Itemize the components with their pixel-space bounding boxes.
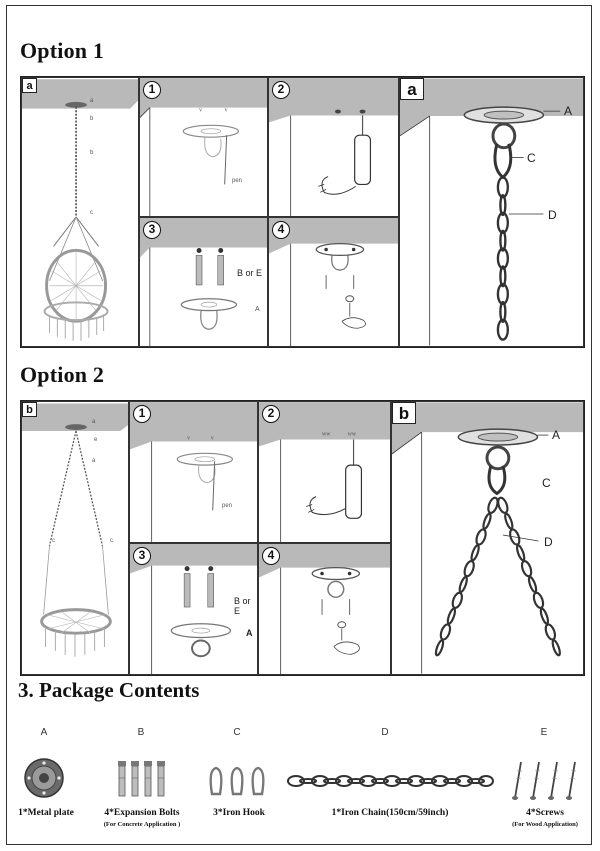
- b-or-e-label: B or E: [237, 268, 263, 278]
- plate-label: A: [246, 628, 253, 638]
- step-number: 2: [262, 405, 280, 423]
- metal-plate-icon: [24, 758, 64, 798]
- expansion-bolts-icon: [118, 761, 165, 797]
- overview-label: c: [90, 210, 93, 216]
- item-letter: E: [540, 727, 548, 738]
- option2-overview-panel: b a e a c c: [21, 401, 129, 675]
- chair-hanging-double-chain-illustration: [22, 403, 128, 657]
- option2-detail-panel: b A C D: [391, 401, 584, 675]
- option2-heading: Option 2: [20, 362, 105, 387]
- inserting-bolts-illustration: [140, 218, 267, 346]
- item-subcaption: (For Wood Application): [512, 821, 578, 828]
- plate-label: A: [255, 306, 260, 313]
- item-letter: D: [381, 727, 389, 738]
- step-number: 3: [133, 547, 151, 565]
- item-subcaption: (For Concrete Application ): [103, 821, 181, 828]
- iron-hooks-icon: [209, 766, 265, 796]
- step-number: 1: [143, 81, 161, 99]
- attaching-plate-illustration: [259, 544, 390, 674]
- option2-step3-panel: 3 B or E A: [129, 543, 258, 675]
- detail-tag-a: a: [400, 78, 424, 100]
- step-number: 4: [262, 547, 280, 565]
- svg-text:v: v: [187, 436, 190, 442]
- item-letter: B: [137, 727, 145, 738]
- pen-label: pen: [222, 503, 233, 509]
- detail-tag-b: b: [392, 402, 416, 424]
- drilling-holes-illustration: [269, 78, 398, 216]
- inserting-bolts-illustration: [130, 544, 257, 674]
- item-letter: C: [233, 727, 241, 738]
- chair-hanging-single-chain-illustration: [22, 79, 138, 345]
- plate-hook-double-chain-detail-illustration: [392, 402, 583, 674]
- overview-label: c: [110, 538, 113, 544]
- overview-label: e: [94, 437, 98, 443]
- option2-step2-panel: ww ww 2: [258, 401, 391, 543]
- overview-label: a: [92, 458, 96, 464]
- panel-tag-a: a: [22, 78, 37, 93]
- label-plate-a: A: [564, 104, 573, 118]
- pen-label: pen: [232, 178, 243, 184]
- panel-tag-b: b: [22, 402, 37, 417]
- svg-text:v: v: [211, 436, 214, 442]
- overview-label: c: [52, 538, 55, 544]
- step-number: 2: [272, 81, 290, 99]
- drilling-holes-illustration: ww ww: [259, 402, 390, 542]
- option1-step2-panel: 2: [268, 77, 399, 217]
- item-caption: 4*Screws: [526, 808, 564, 818]
- step-number: 4: [272, 221, 290, 239]
- svg-text:v: v: [225, 108, 228, 114]
- option1-heading: Option 1: [20, 38, 105, 63]
- step-number: 1: [133, 405, 151, 423]
- item-caption: 4*Expansion Bolts: [104, 808, 180, 818]
- overview-label: a: [92, 419, 96, 425]
- overview-label: b: [90, 150, 94, 156]
- package-contents-heading: 3. Package Contents: [18, 678, 200, 702]
- item-caption: 3*Iron Hook: [213, 808, 265, 818]
- label-hook-c: C: [542, 476, 551, 490]
- plate-hook-chain-detail-illustration: [400, 78, 583, 346]
- wood-screws-icon: [512, 761, 577, 800]
- label-hook-c: C: [527, 151, 536, 165]
- overview-label: a: [90, 98, 94, 104]
- instruction-sheet: [6, 5, 592, 845]
- option1-detail-panel: a A C D: [399, 77, 584, 347]
- attaching-plate-illustration: [269, 218, 398, 346]
- option2-step4-panel: 4: [258, 543, 391, 675]
- overview-label: b: [90, 116, 94, 122]
- iron-chain-icon: [287, 775, 494, 787]
- svg-text:ww: ww: [322, 432, 331, 438]
- b-or-e-label: B or E: [234, 596, 251, 616]
- item-letter: A: [40, 727, 48, 738]
- item-caption: 1*Metal plate: [18, 808, 74, 818]
- label-chain-d: D: [544, 535, 553, 549]
- step-number: 3: [143, 221, 161, 239]
- option1-step4-panel: 4: [268, 217, 399, 347]
- svg-text:v: v: [199, 108, 202, 114]
- option1-step3-panel: 3 B or E A: [139, 217, 268, 347]
- option1-overview-panel: a a b b c: [21, 77, 139, 347]
- label-chain-d: D: [548, 208, 557, 222]
- item-caption: 1*Iron Chain(150cm/59inch): [331, 808, 449, 818]
- label-plate-a: A: [552, 428, 561, 442]
- svg-text:ww: ww: [348, 432, 357, 438]
